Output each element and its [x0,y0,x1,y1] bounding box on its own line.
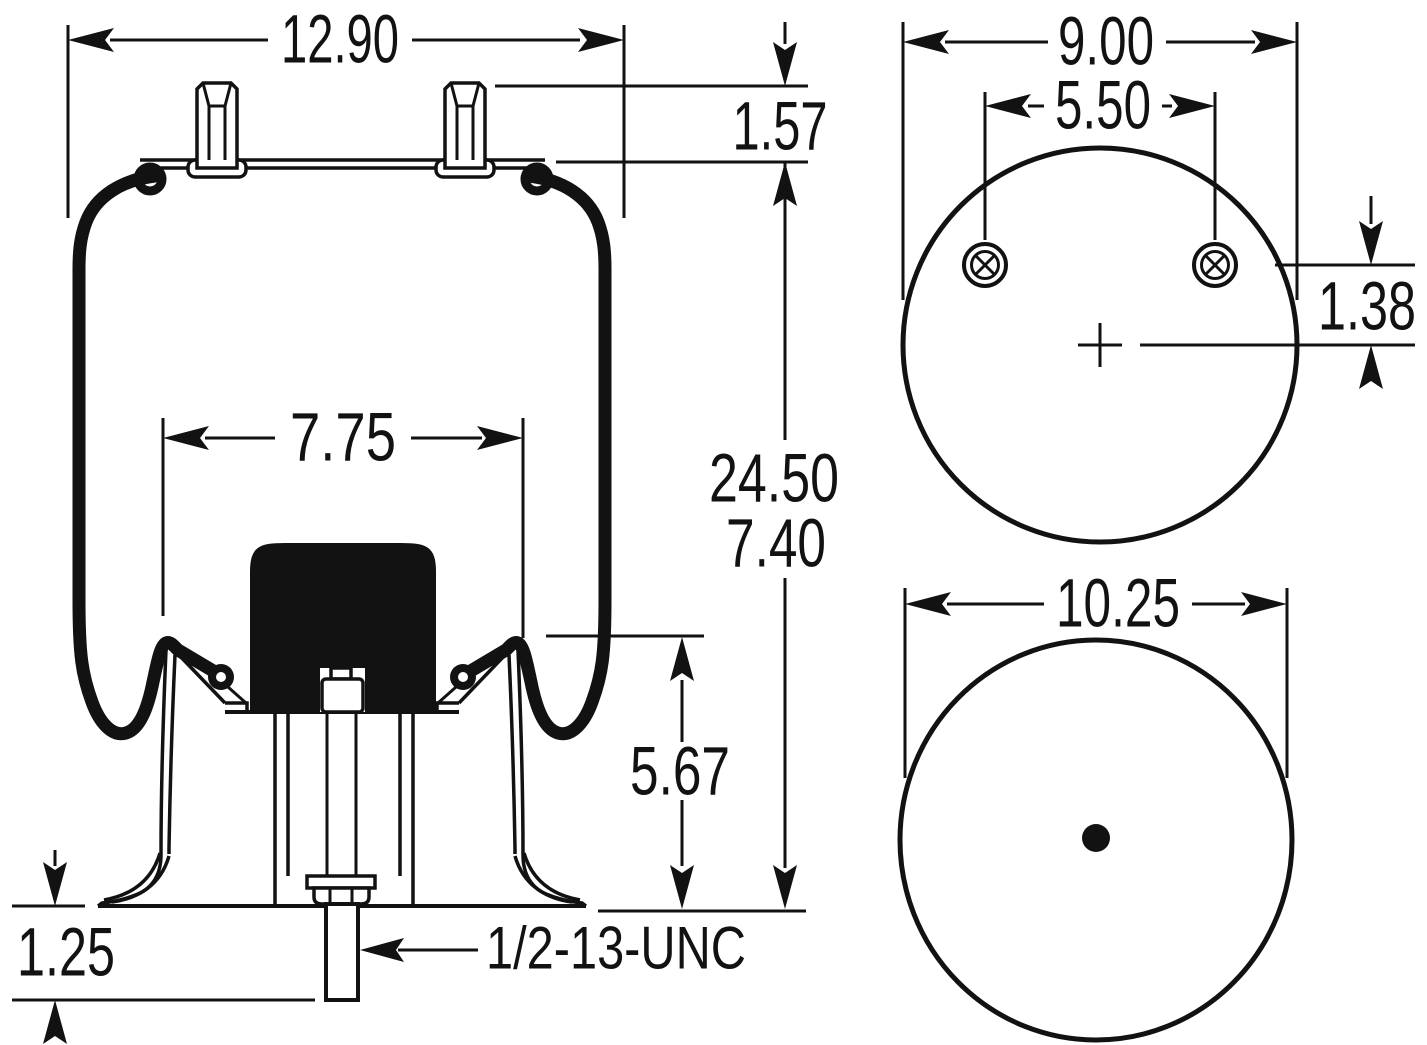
arrowhead-up-icon [670,637,694,681]
dim-label-piston-diameter: 10.25 [1056,565,1180,642]
stud-detail-lines [449,82,481,160]
piston-gusset-left [103,852,171,904]
arrowhead-left-icon [985,94,1031,118]
bellows-outline-left [72,169,222,741]
stud-detail-lines [201,82,233,160]
center-bolt-dot-icon [1082,824,1110,852]
dim-label-piston-height: 5.67 [630,733,730,810]
dim-bolt-protrusion: 1.25 [12,850,315,1044]
bead-clamp-hole-left-icon [216,672,226,682]
stud-hole-cross-icon [974,254,996,276]
stud-hole-inner [1200,250,1230,280]
piston-step-left [225,701,249,712]
dim-plate-diameter: 9.00 [901,3,1299,300]
rubber-bumper [250,543,436,714]
dim-stud-spacing: 5.50 [983,67,1217,240]
dim-label-overall-height: 24.50 [709,440,839,517]
piston-skirt-inner-right [507,654,517,854]
bellows-outline-right [462,169,612,741]
bolt-shaft-lines [325,712,358,876]
arrowhead-right-icon [477,426,523,450]
center-bolt-assembly [305,712,377,1002]
arrowhead-right-icon [1241,592,1287,616]
mounting-stud-left [186,81,248,179]
dim-overall-width: 12.90 [66,1,626,218]
dim-label-overall-width: 12.90 [281,1,399,78]
dim-label-bolt-protrusion: 1.25 [17,914,115,991]
arrowhead-right-icon [578,28,624,52]
piston-step-right [435,701,459,712]
dim-overall-height: 24.50 7.40 [709,162,839,909]
dim-stud-offset: 1.38 [1140,196,1416,389]
arrowhead-down-icon [773,865,797,909]
stud-hole-outer [1192,242,1238,288]
thread-callout-label: 1/2-13-UNC [486,915,746,982]
arrowhead-up-icon [43,1000,67,1044]
clamp-lip-line-right [437,685,457,705]
mounting-stud-right [434,81,496,179]
piston-base-circle [897,637,1295,1043]
arrowhead-down-icon [773,42,797,86]
hex-nut [312,886,371,906]
bottom-view: 10.25 [897,565,1295,1043]
side-view: 12.90 1.57 7.75 24.50 7.40 [12,1,839,1044]
arrowhead-down-icon [670,865,694,909]
dim-stud-height: 1.57 [495,22,828,206]
stud-hole-inner [970,250,1000,280]
piston-gusset-right [513,852,581,904]
stud-shaft [195,81,239,170]
plate-bead-curl-left [133,162,167,196]
stud-hole-right [1192,242,1238,288]
bead-clamp-hole-right-icon [458,672,468,682]
thread-callout: 1/2-13-UNC [360,915,746,982]
center-mark-icon [1078,323,1122,367]
piston-cone-left [176,652,227,705]
dim-label-stud-offset: 1.38 [1318,268,1416,345]
arrowhead-left-icon [68,28,114,52]
bolt-head [320,677,365,714]
arrowhead-right-icon [1169,94,1215,118]
top-view: 9.00 5.50 1.38 [900,3,1416,545]
dim-piston-diameter: 10.25 [903,565,1289,778]
stud-hole-left [962,242,1008,288]
arrowhead-left-icon [905,592,951,616]
arrowhead-right-icon [1251,30,1297,54]
hex-nut-facets [328,888,354,904]
clamp-lip-line-left [227,685,247,705]
arrowhead-up-icon [1359,345,1383,389]
plate-bead-curl-right [520,162,554,196]
piston-center-tube [273,714,415,904]
dim-label-stud-height: 1.57 [733,88,828,165]
stud-hole-cross-icon [1204,254,1226,276]
dim-label-stud-spacing: 5.50 [1055,67,1151,144]
bolt-washer [305,874,377,890]
arrowhead-left-icon [903,30,949,54]
threaded-stud [324,902,360,1002]
piston-cone-right [457,652,508,705]
piston-skirt-inner-left [167,654,177,854]
arrowhead-down-icon [43,862,67,906]
arrowhead-left-icon [163,426,209,450]
dim-label-bumper-width: 7.75 [290,399,396,476]
arrowhead-down-icon [1359,221,1383,265]
dim-label-plate-diameter: 9.00 [1058,3,1154,80]
stud-shaft [443,81,487,170]
stud-hole-outer [962,242,1008,288]
dim-piston-height: 5.67 [546,634,806,913]
arrowhead-left-icon [360,938,404,962]
dim-label-collapsed-height: 7.40 [726,505,826,582]
dim-bumper-width: 7.75 [161,399,525,638]
